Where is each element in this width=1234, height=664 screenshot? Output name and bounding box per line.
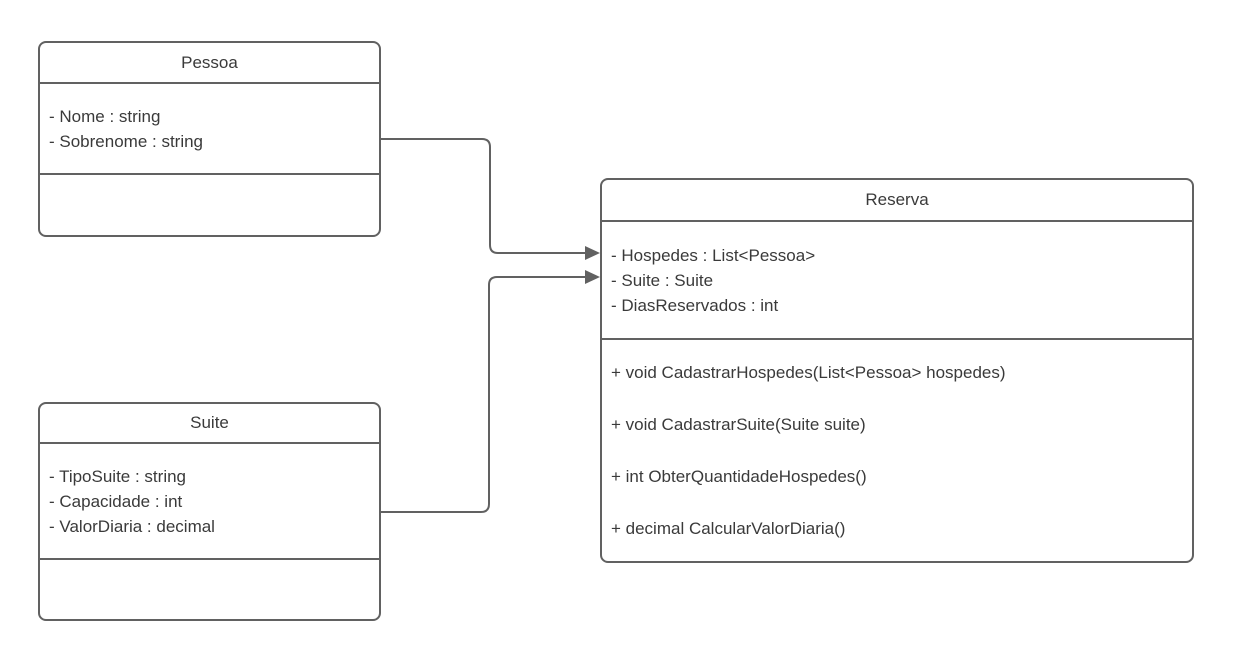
class-methods-reserva: + void CadastrarHospedes(List<Pessoa> ho… [602, 340, 1192, 561]
class-attribute: - Capacidade : int [49, 491, 183, 511]
class-title-pessoa: Pessoa [40, 43, 379, 84]
class-method: + void CadastrarHospedes(List<Pessoa> ho… [611, 362, 1006, 382]
class-attribute: - Nome : string [49, 106, 161, 126]
arrowhead-suite-reserva-icon [585, 270, 600, 284]
association-pessoa-reserva [381, 138, 586, 254]
class-title-suite: Suite [40, 404, 379, 444]
class-attributes-reserva: - Hospedes : List<Pessoa> - Suite : Suit… [602, 222, 1192, 340]
class-method: + void CadastrarSuite(Suite suite) [611, 414, 866, 434]
class-box-reserva: Reserva - Hospedes : List<Pessoa> - Suit… [600, 178, 1194, 563]
association-suite-reserva [381, 276, 586, 513]
class-box-suite: Suite - TipoSuite : string - Capacidade … [38, 402, 381, 621]
class-attribute: - Hospedes : List<Pessoa> [611, 245, 816, 265]
class-attributes-pessoa: - Nome : string - Sobrenome : string [40, 84, 379, 175]
arrowhead-pessoa-reserva-icon [585, 246, 600, 260]
class-method: + decimal CalcularValorDiaria() [611, 518, 846, 538]
class-attribute: - Suite : Suite [611, 270, 714, 290]
class-attribute: - TipoSuite : string [49, 466, 187, 486]
class-attribute: - Sobrenome : string [49, 131, 204, 151]
class-attribute: - DiasReservados : int [611, 295, 779, 315]
class-attributes-suite: - TipoSuite : string - Capacidade : int … [40, 444, 379, 560]
class-methods-suite-empty [40, 560, 379, 619]
class-box-pessoa: Pessoa - Nome : string - Sobrenome : str… [38, 41, 381, 237]
class-attribute: - ValorDiaria : decimal [49, 516, 215, 536]
class-method: + int ObterQuantidadeHospedes() [611, 466, 867, 486]
class-methods-pessoa-empty [40, 175, 379, 235]
class-title-reserva: Reserva [602, 180, 1192, 222]
